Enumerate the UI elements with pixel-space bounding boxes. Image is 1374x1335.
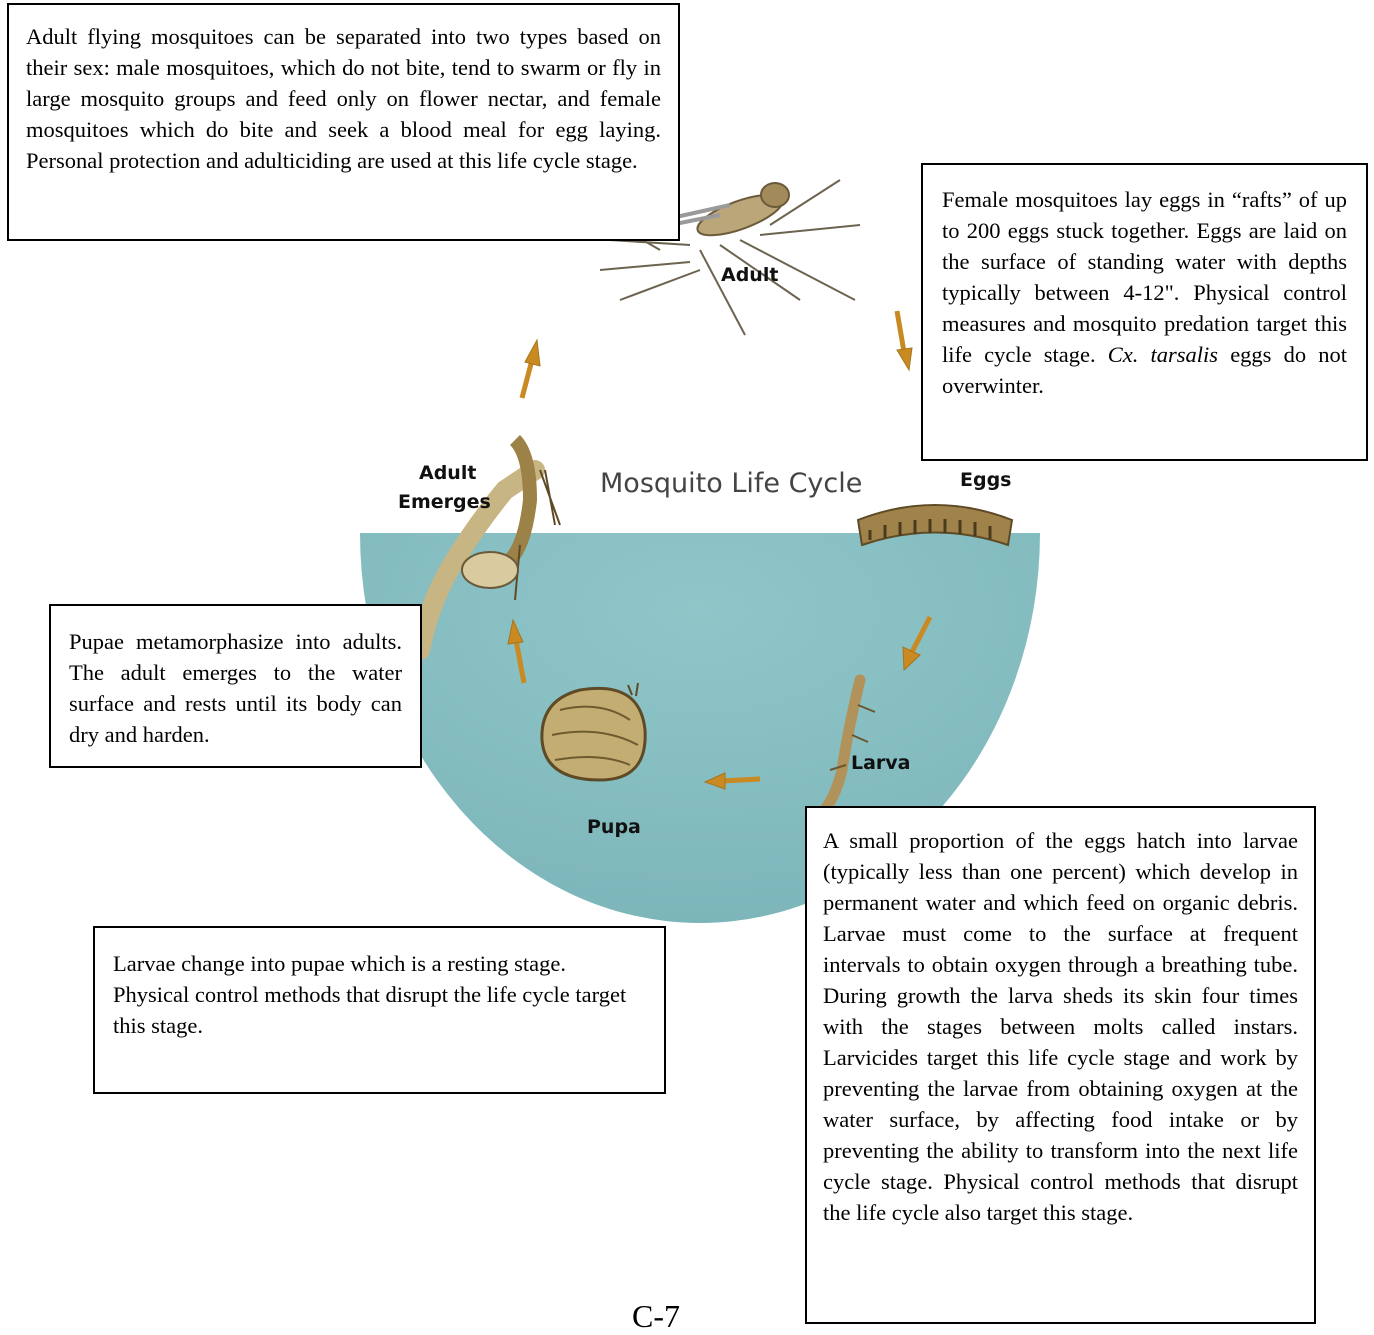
label-pupa: Pupa xyxy=(587,816,641,838)
eggs-text-part2: eggs do not overwinter. xyxy=(942,342,1347,398)
cycle-arrows xyxy=(507,310,933,790)
pupa-description-box: Larvae change into pupae which is a rest… xyxy=(93,926,666,1094)
label-eggs: Eggs xyxy=(960,469,1012,491)
pupa-description-text: Larvae change into pupae which is a rest… xyxy=(113,951,627,1038)
label-adult: Adult xyxy=(721,264,778,286)
egg-raft-icon xyxy=(856,504,1014,547)
arrow-pupa-to-emerges xyxy=(507,618,527,684)
larva-icon xyxy=(814,674,876,821)
pupa-icon xyxy=(540,682,647,782)
page-number: C-7 xyxy=(632,1298,680,1334)
emerging-adult-icon xyxy=(410,435,561,660)
eggs-species-name: Cx. tarsalis xyxy=(1107,342,1219,367)
arrow-eggs-to-larva xyxy=(902,615,933,672)
adult-description-box: Adult flying mosquitoes can be separated… xyxy=(7,3,680,241)
adult-description-text: Adult flying mosquitoes can be separated… xyxy=(26,24,661,173)
arrow-emerges-to-adult xyxy=(519,338,541,399)
larva-description-box: A small proportion of the eggs hatch int… xyxy=(805,806,1316,1324)
emerges-description-text: Pupae metamorphasize into adults. The ad… xyxy=(69,629,402,747)
label-adult-emerges-line2: Emerges xyxy=(398,491,491,513)
label-larva: Larva xyxy=(851,752,911,774)
eggs-description-text: Female mosquitoes lay eggs in “rafts” of… xyxy=(942,184,1347,401)
arrow-larva-to-pupa xyxy=(703,772,761,790)
larva-description-text: A small proportion of the eggs hatch int… xyxy=(823,828,1298,1225)
label-adult-emerges-line1: Adult xyxy=(419,462,476,484)
eggs-description-box: Female mosquitoes lay eggs in “rafts” of… xyxy=(921,163,1368,461)
eggs-text-part1: Female mosquitoes lay eggs in “rafts” of… xyxy=(942,187,1347,367)
emerges-description-box: Pupae metamorphasize into adults. The ad… xyxy=(49,604,422,768)
arrow-adult-to-eggs xyxy=(894,310,913,372)
diagram-title: Mosquito Life Cycle xyxy=(600,468,862,499)
